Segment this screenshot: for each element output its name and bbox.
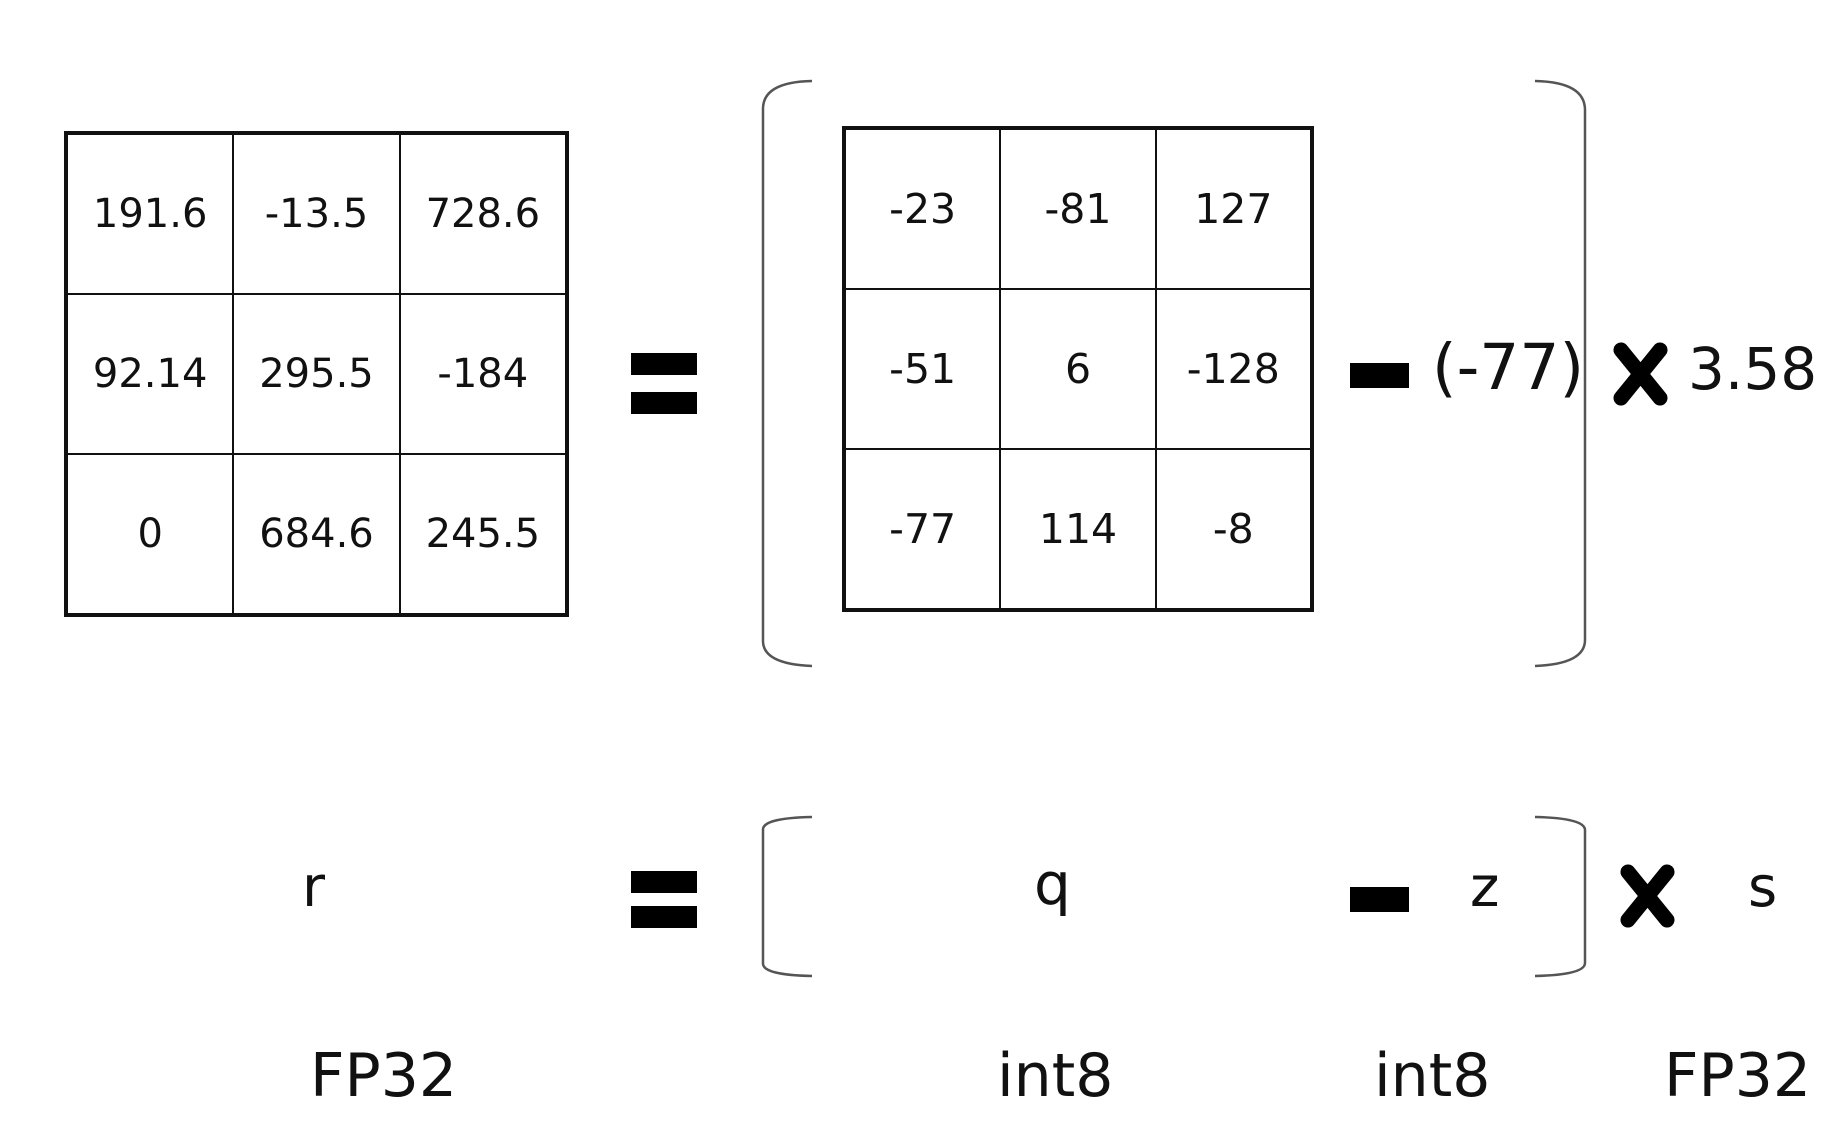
- r-cell: 191.6: [67, 134, 234, 294]
- s-type-label: FP32: [1664, 1041, 1812, 1111]
- r-matrix: 191.6 -13.5 728.6 92.14 295.5 -184 0 684…: [64, 131, 569, 617]
- q-cell: -8: [1155, 449, 1311, 609]
- q-cell: -81: [1000, 129, 1156, 289]
- r-cell: 684.6: [233, 454, 400, 614]
- multiply-sign-bottom: [1620, 864, 1675, 928]
- multiply-sign-top: [1613, 342, 1668, 406]
- q-cell: -51: [845, 289, 1001, 449]
- z-type-label: int8: [1374, 1041, 1491, 1111]
- r-cell: 92.14: [67, 294, 234, 454]
- right-bracket-top: [1534, 79, 1587, 668]
- q-symbol: q: [1034, 850, 1071, 918]
- q-cell: 127: [1155, 129, 1311, 289]
- q-cell: -128: [1155, 289, 1311, 449]
- r-cell: 0: [67, 454, 234, 614]
- q-matrix: -23 -81 127 -51 6 -128 -77 114 -8: [842, 126, 1314, 612]
- minus-sign-bottom: [1350, 887, 1409, 912]
- left-bracket-top: [761, 79, 813, 668]
- r-cell: 728.6: [399, 134, 566, 294]
- r-cell: -13.5: [233, 134, 400, 294]
- s-symbol: s: [1748, 855, 1778, 920]
- r-type-label: FP32: [310, 1041, 458, 1111]
- q-cell: -23: [845, 129, 1001, 289]
- q-cell: 114: [1000, 449, 1156, 609]
- q-cell: -77: [845, 449, 1001, 609]
- scale-value: 3.58: [1688, 335, 1818, 403]
- r-cell: 295.5: [233, 294, 400, 454]
- minus-sign-top: [1350, 363, 1409, 388]
- right-bracket-bottom: [1534, 815, 1587, 978]
- r-cell: 245.5: [399, 454, 566, 614]
- zero-point-value: (-77): [1432, 331, 1585, 404]
- r-cell: -184: [399, 294, 566, 454]
- left-bracket-bottom: [761, 815, 813, 978]
- r-symbol: r: [302, 855, 326, 920]
- q-cell: 6: [1000, 289, 1156, 449]
- z-symbol: z: [1470, 855, 1500, 920]
- q-type-label: int8: [997, 1041, 1114, 1111]
